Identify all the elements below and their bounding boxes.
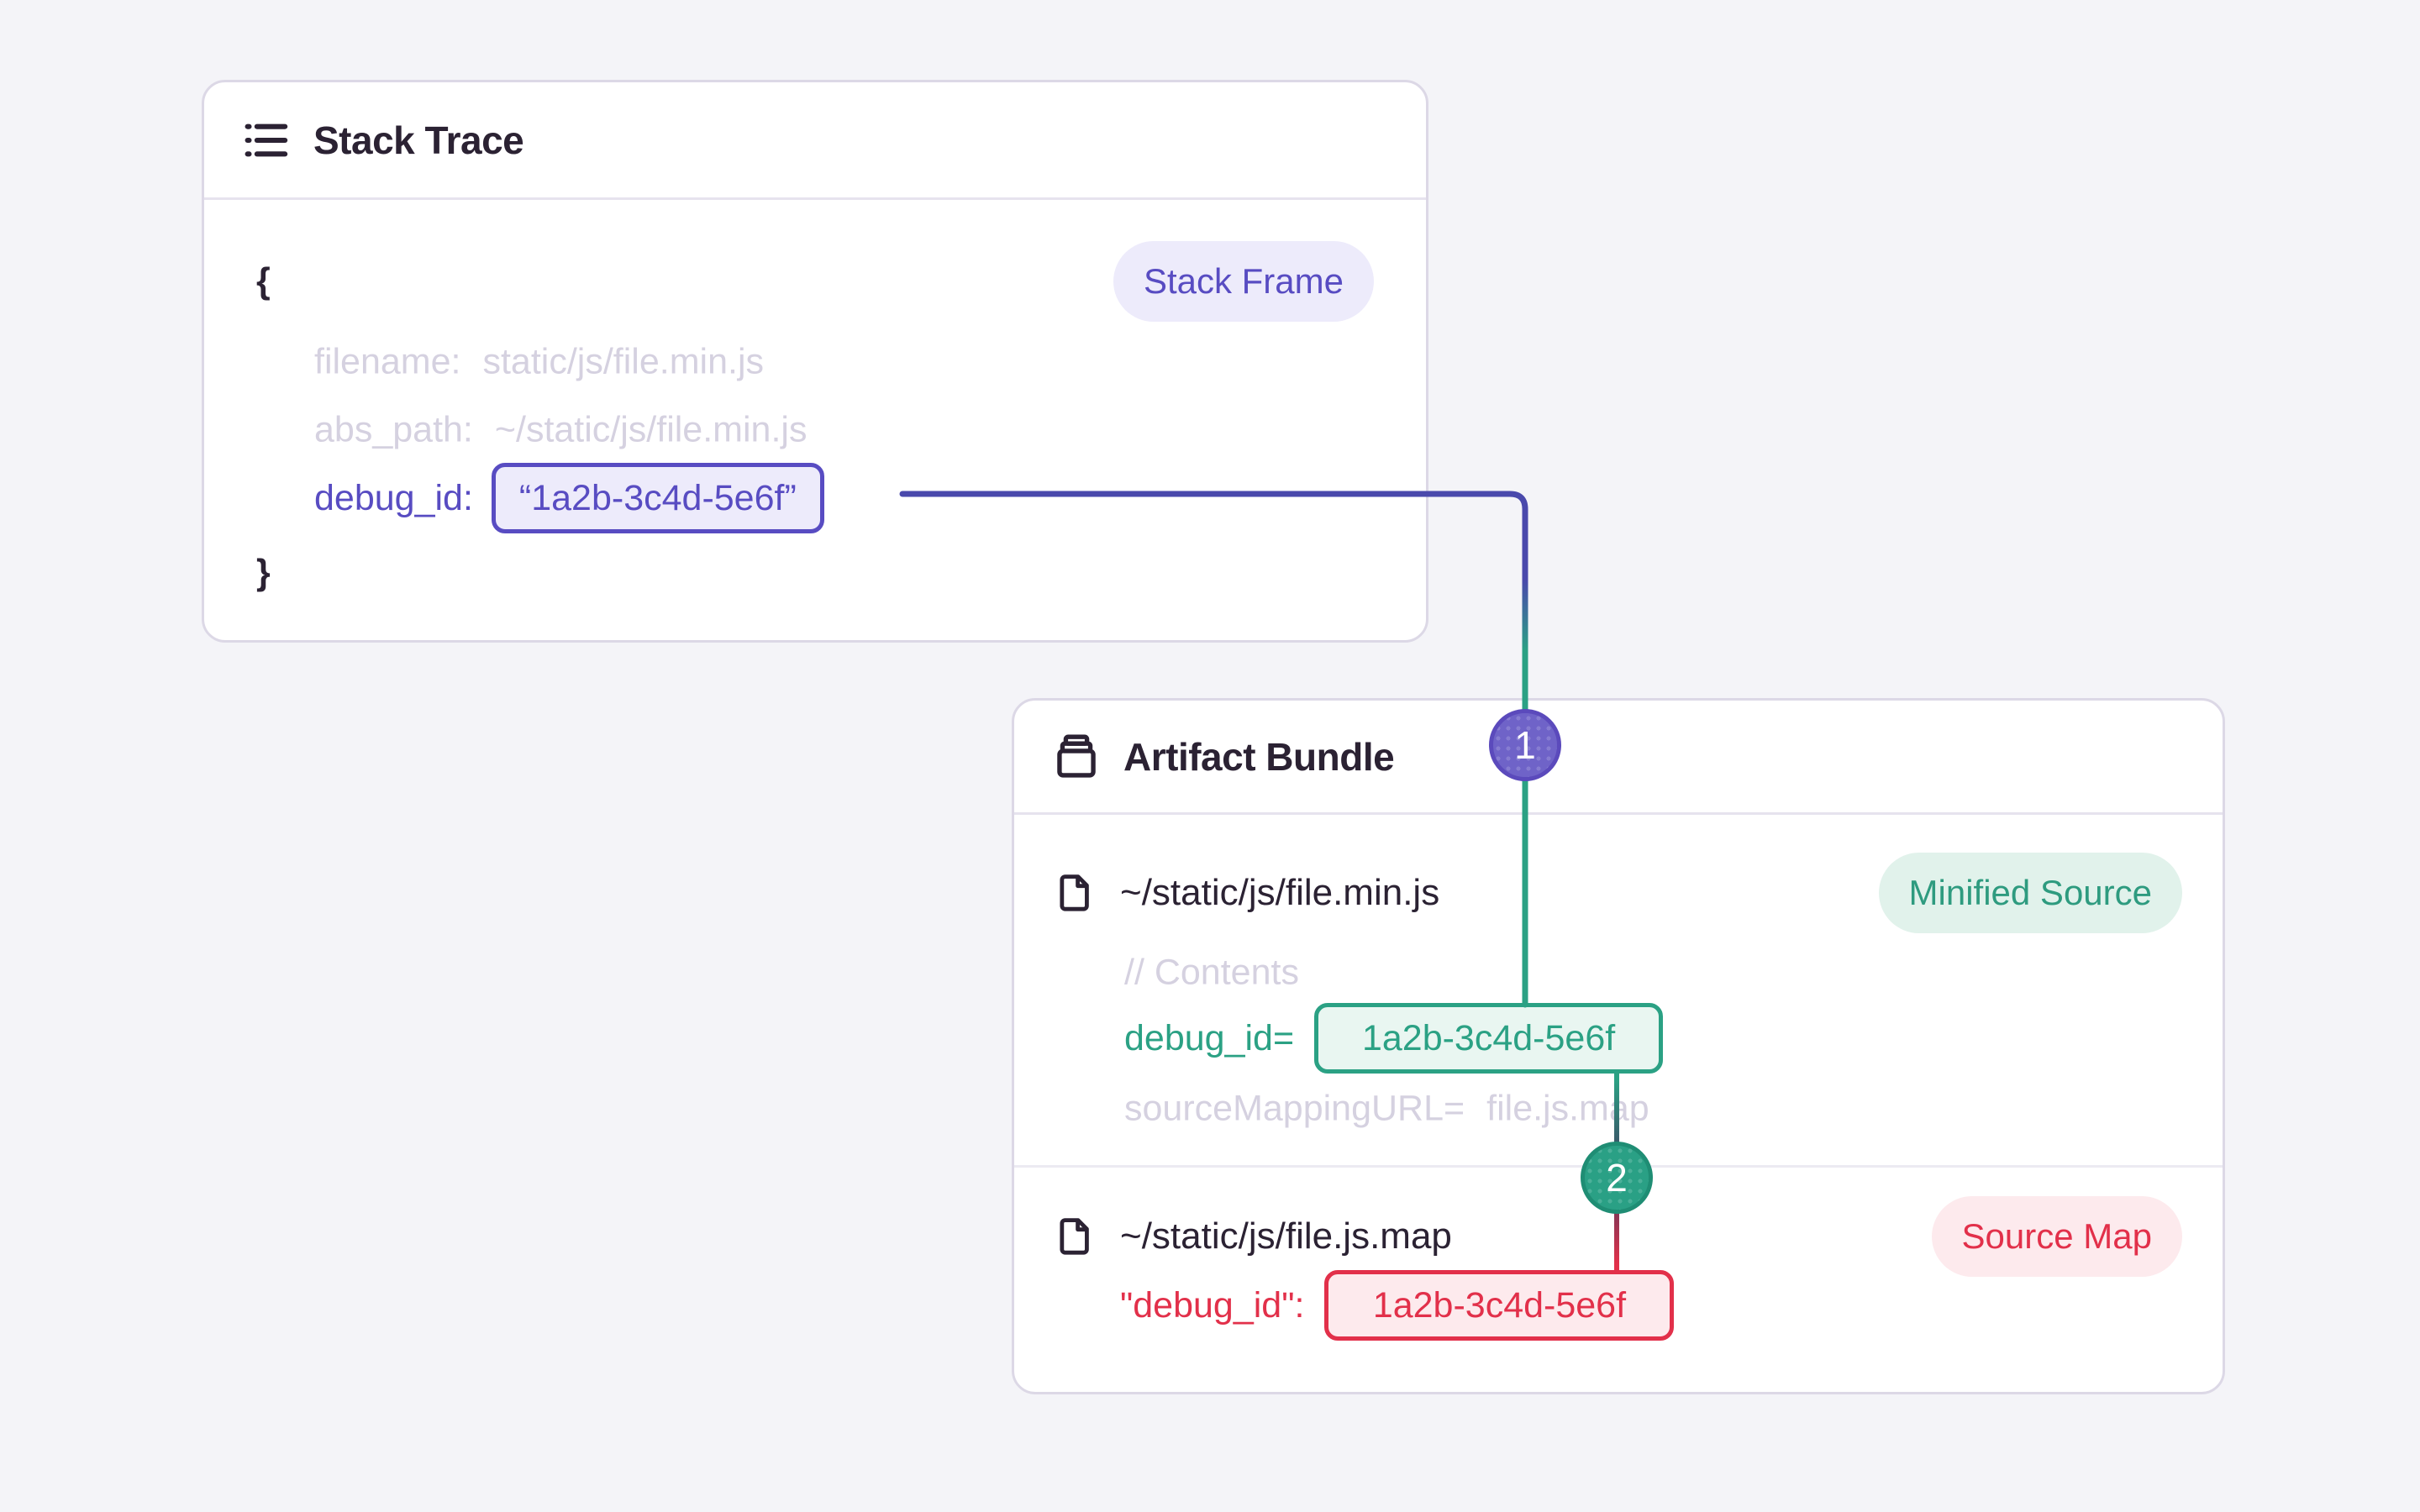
map-debug-id-value-box: 1a2b-3c4d-5e6f [1324, 1270, 1675, 1341]
list-icon [245, 123, 288, 156]
step-1-number: 1 [1514, 723, 1536, 767]
step-2-badge: 2 [1581, 1142, 1653, 1214]
json-close-brace: } [256, 552, 271, 593]
artifact-bundle-title: Artifact Bundle [1123, 734, 1395, 779]
file-icon [1060, 874, 1089, 911]
stack-frame-badge: Stack Frame [1113, 241, 1374, 322]
stack-trace-header: Stack Trace [204, 82, 1426, 200]
file-icon [1060, 1218, 1089, 1255]
artifact-bundle-card: Artifact Bundle ~/static/js/file.min.js … [1012, 698, 2225, 1394]
bundle-debug-id-key: debug_id= [1124, 1017, 1295, 1058]
stack-trace-title: Stack Trace [313, 118, 524, 162]
bundle-debug-id-value-box: 1a2b-3c4d-5e6f [1314, 1003, 1664, 1074]
source-map-file-path: ~/static/js/file.js.map [1120, 1215, 1452, 1257]
json-open-brace: { [256, 260, 271, 302]
abs-path-value: ~/static/js/file.min.js [494, 409, 808, 450]
map-debug-id-key: "debug_id": [1120, 1284, 1305, 1326]
filename-key: filename: [314, 341, 461, 382]
artifact-bundle-header: Artifact Bundle [1014, 701, 2223, 815]
step-2-number: 2 [1606, 1156, 1628, 1200]
source-mapping-url-key: sourceMappingURL= [1124, 1088, 1465, 1129]
debug-id-value-box: “1a2b-3c4d-5e6f” [491, 463, 824, 533]
abs-path-key: abs_path: [314, 409, 473, 450]
debug-id-key: debug_id: [314, 477, 473, 518]
filename-value: static/js/file.min.js [482, 341, 764, 382]
archive-icon [1057, 734, 1096, 778]
minified-file-path: ~/static/js/file.min.js [1120, 872, 1440, 913]
stack-trace-card: Stack Trace { Stack Frame filename: stat… [202, 80, 1428, 643]
step-1-badge: 1 [1489, 709, 1561, 781]
contents-comment: // Contents [1124, 952, 1299, 993]
minified-source-badge: Minified Source [1878, 853, 2182, 933]
source-mapping-url-value: file.js.map [1486, 1088, 1649, 1129]
source-map-badge: Source Map [1931, 1196, 2182, 1277]
